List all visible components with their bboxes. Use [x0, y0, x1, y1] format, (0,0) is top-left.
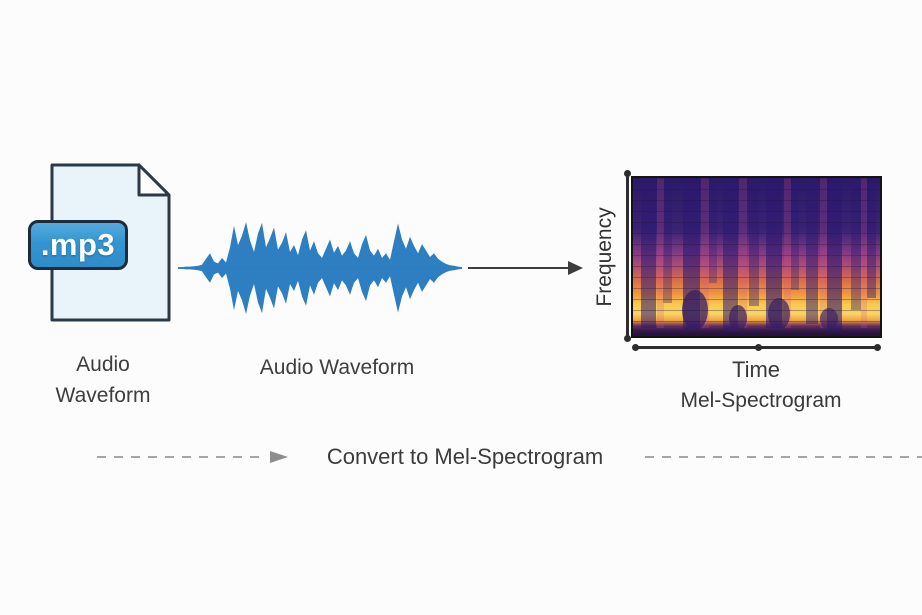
spectrogram-caption: Mel-Spectrogram [680, 389, 842, 412]
file-caption-line2: Waveform [55, 384, 151, 407]
spectrogram-group: Frequency [590, 160, 922, 422]
dashed-arrowhead-icon [270, 451, 288, 463]
dashed-line-left [97, 456, 259, 458]
mp3-badge: .mp3 [28, 220, 128, 270]
file-caption: Audio Waveform [23, 349, 183, 411]
y-axis-line [626, 171, 629, 339]
spectrogram-image [631, 176, 882, 338]
flow-arrow-icon [568, 261, 583, 275]
convert-label: Convert to Mel-Spectrogram [326, 444, 604, 469]
x-axis-center-dot [755, 344, 762, 351]
x-axis-left-dot [632, 344, 639, 351]
audio-waveform-graphic [178, 222, 462, 314]
y-axis-top-dot [624, 170, 631, 177]
x-axis-right-dot [874, 344, 881, 351]
dashed-line-right [645, 456, 922, 458]
frequency-axis-label: Frequency [593, 207, 616, 307]
mp3-badge-label: .mp3 [40, 227, 116, 262]
waveform-caption: Audio Waveform [259, 356, 415, 379]
file-caption-line1: Audio [76, 353, 130, 376]
time-axis-label: Time [731, 357, 781, 382]
y-axis-bottom-dot [624, 335, 631, 342]
flow-arrow-line [468, 267, 570, 269]
